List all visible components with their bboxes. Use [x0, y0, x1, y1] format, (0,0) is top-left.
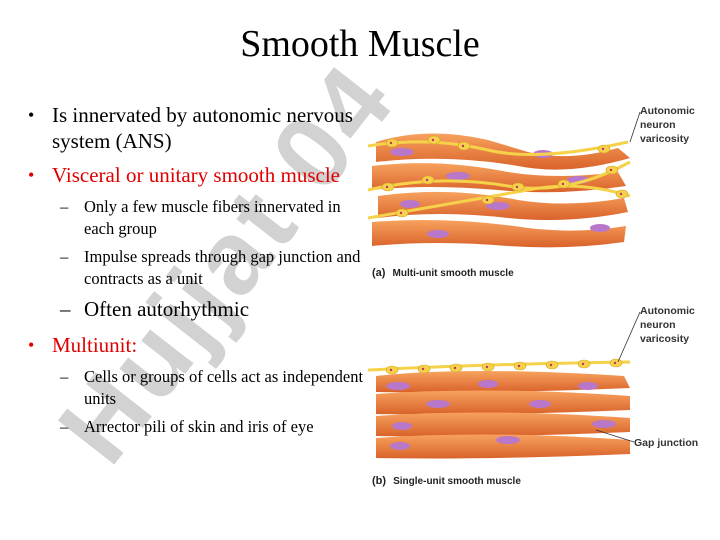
dash-icon: –: [60, 297, 71, 321]
annotation-line: [617, 311, 641, 363]
dash-icon: –: [60, 247, 69, 266]
sub-bullet-text: Only a few muscle fibers innervated in e…: [84, 197, 341, 238]
sub-bullet-arrector-pili: – Arrector pili of skin and iris of eye: [28, 416, 368, 438]
nerve-fiber: [367, 140, 629, 156]
slide-title: Smooth Muscle: [240, 23, 480, 65]
sub-bullet-few-fibers: – Only a few muscle fibers innervated in…: [28, 196, 368, 240]
bottom-caption-text: Single-unit smooth muscle: [393, 476, 521, 487]
bullet-text: Visceral or unitary smooth muscle: [52, 163, 341, 187]
sub-bullet-text: Often autorhythmic: [84, 297, 250, 321]
bullet-dot-icon: •: [28, 165, 35, 185]
muscle-cell: [376, 434, 630, 459]
bullet-visceral: • Visceral or unitary smooth muscle: [28, 162, 368, 188]
nerve-fiber: [367, 184, 631, 220]
nucleus: [578, 382, 598, 390]
muscle-cell: [376, 371, 630, 393]
dash-icon: –: [60, 197, 69, 216]
top-caption-text: Multi-unit smooth muscle: [393, 268, 515, 279]
bullet-multiunit: • Multiunit:: [28, 332, 368, 358]
nucleus: [590, 224, 610, 232]
sub-bullet-text: Cells or groups of cells act as independ…: [84, 367, 364, 408]
dash-icon: –: [60, 417, 69, 436]
bottom-caption: (b) Single-unit smooth muscle: [372, 475, 521, 487]
nucleus: [427, 230, 449, 238]
single-unit-panel: Autonomic neuron varicosity Gap junction…: [367, 305, 698, 487]
muscle-cell: [372, 220, 626, 248]
bottom-annotation-line-1: Autonomic: [640, 305, 695, 317]
nucleus: [592, 420, 616, 428]
sub-bullet-independent-units: – Cells or groups of cells act as indepe…: [28, 366, 368, 410]
bullet-text: Multiunit:: [52, 333, 138, 357]
sub-bullet-text: Impulse spreads through gap junction and…: [84, 247, 361, 288]
top-annotation-line-1: Autonomic: [640, 105, 695, 117]
nucleus: [529, 400, 551, 408]
top-annotation-line-2: neuron: [640, 119, 676, 131]
varicosity-dots: [385, 138, 623, 215]
nerve-fiber: [367, 360, 631, 372]
muscle-cell: [376, 390, 630, 415]
dash-icon: –: [60, 367, 69, 386]
gap-junction-label: Gap junction: [634, 437, 698, 449]
varicosity-dots: [389, 361, 617, 372]
nucleus: [496, 436, 520, 444]
nucleus: [478, 380, 498, 388]
bullet-text: Is innervated by autonomic nervous syste…: [52, 103, 353, 153]
nucleus: [390, 442, 410, 450]
nerve-fiber: [367, 160, 631, 192]
nucleus: [400, 200, 420, 208]
top-annotation-line-3: varicosity: [640, 133, 689, 145]
nucleus: [446, 172, 470, 180]
bullet-dot-icon: •: [28, 335, 35, 355]
figure-svg: Autonomic neuron varicosity (a) Multi-un…: [367, 105, 698, 487]
smooth-muscle-figure: Autonomic neuron varicosity (a) Multi-un…: [367, 100, 708, 500]
nucleus: [392, 422, 412, 430]
gap-junction-pointer: [595, 429, 635, 443]
nucleus: [486, 202, 510, 210]
bottom-annotation-line-2: neuron: [640, 319, 676, 331]
annotation-line: [629, 111, 641, 143]
bullet-dot-icon: •: [28, 105, 35, 125]
sub-bullet-autorhythmic: – Often autorhythmic: [28, 296, 368, 322]
bullet-innervation: • Is innervated by autonomic nervous sys…: [28, 102, 368, 154]
top-caption-letter: (a): [372, 267, 386, 279]
bottom-annotation-line-3: varicosity: [640, 333, 689, 345]
multi-unit-panel: Autonomic neuron varicosity (a) Multi-un…: [367, 105, 695, 279]
nucleus: [386, 382, 410, 390]
bullet-list: • Is innervated by autonomic nervous sys…: [28, 102, 368, 444]
nucleus: [426, 400, 450, 408]
sub-bullet-text: Arrector pili of skin and iris of eye: [84, 417, 314, 436]
muscle-cell: [376, 412, 630, 437]
bottom-caption-letter: (b): [372, 475, 386, 487]
top-caption: (a) Multi-unit smooth muscle: [372, 267, 514, 279]
sub-bullet-gap-junction: – Impulse spreads through gap junction a…: [28, 246, 368, 290]
nucleus: [390, 148, 414, 156]
